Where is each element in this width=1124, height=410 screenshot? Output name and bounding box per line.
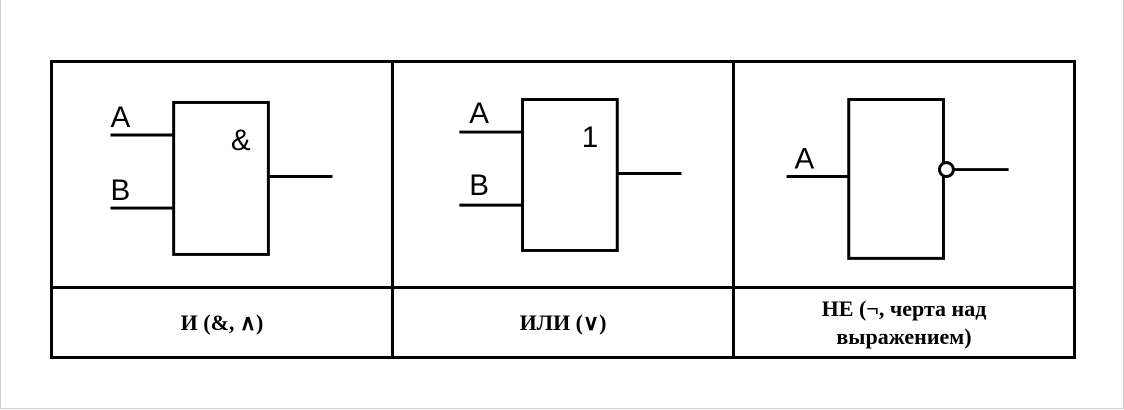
and-gate-diagram: A B & (110, 100, 333, 256)
and-input-a-label: A (111, 101, 131, 134)
or-gate-body (521, 98, 619, 252)
not-gate-diagram: A (786, 98, 1009, 260)
or-caption: ИЛИ (∨) (519, 309, 607, 335)
and-gate-body (172, 100, 270, 256)
and-symbol: & (231, 124, 251, 157)
not-gate-body (847, 98, 945, 260)
or-gate-diagram: A B 1 (459, 97, 682, 252)
and-input-b-label: B (111, 174, 131, 207)
and-caption: И (&, ∧) (180, 309, 264, 335)
or-caption-cell: ИЛИ (∨) (391, 286, 735, 359)
or-input-b-label: B (469, 169, 489, 202)
not-gate-cell: A (732, 60, 1076, 289)
not-caption: НЕ (¬, черта над выражением) (821, 295, 987, 349)
caption-row: И (&, ∧) ИЛИ (∨) НЕ (¬, черта над выраже… (50, 286, 1076, 359)
or-gate-cell: A B 1 (391, 60, 735, 289)
logic-gates-table: A B & A B 1 A (50, 60, 1076, 359)
or-input-a-label: A (469, 97, 489, 130)
and-caption-cell: И (&, ∧) (50, 286, 394, 359)
or-symbol: 1 (582, 121, 598, 154)
and-gate-cell: A B & (50, 60, 394, 289)
not-input-a-label: A (794, 143, 814, 176)
not-inversion-bubble (938, 161, 955, 178)
symbol-row: A B & A B 1 A (50, 60, 1076, 289)
not-caption-cell: НЕ (¬, черта над выражением) (732, 286, 1076, 359)
